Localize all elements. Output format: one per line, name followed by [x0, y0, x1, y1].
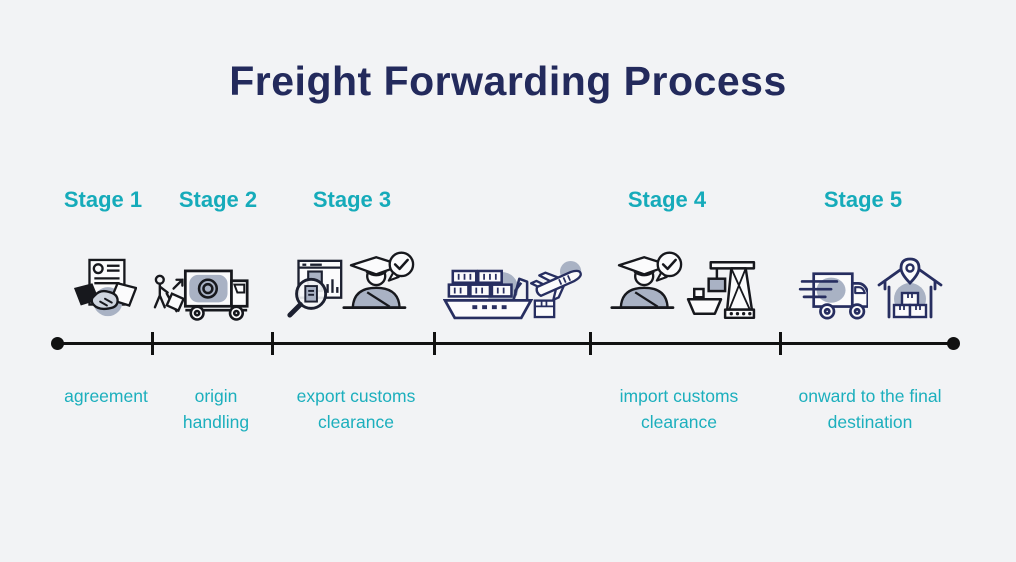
timeline-tick-5 [779, 332, 782, 355]
document-inspection-icon [283, 255, 347, 321]
port-crane-icon [686, 256, 756, 322]
container-ship-icon [443, 263, 533, 322]
stage-5-label: Stage 5 [823, 187, 903, 212]
timeline-end-dot [947, 337, 960, 350]
worker-loading-truck-icon [150, 263, 256, 324]
handshake-agreement-icon [73, 257, 137, 323]
timeline-tick-2 [271, 332, 274, 355]
timeline-tick-4 [589, 332, 592, 355]
stage-4-label: Stage 4 [627, 187, 707, 212]
stage-1-label: Stage 1 [63, 187, 143, 212]
express-truck-icon [798, 266, 868, 322]
timeline-tick-1 [151, 332, 154, 355]
stage-3-label: Stage 3 [312, 187, 392, 212]
customs-officer-icon [608, 250, 684, 313]
stage-5-caption: onward to the final destination [798, 386, 942, 432]
stage-2-caption: origin handling [182, 386, 250, 432]
stage-1-caption: agreement [64, 386, 148, 406]
timeline [56, 342, 954, 345]
warehouse-location-icon [877, 257, 943, 321]
page-title: Freight Forwarding Process [229, 58, 787, 104]
cargo-plane-icon [530, 258, 588, 320]
customs-officer-icon [340, 250, 416, 313]
stage-4-caption: import customs clearance [619, 386, 739, 432]
timeline-start-dot [51, 337, 64, 350]
stage-3-caption: export customs clearance [296, 386, 416, 432]
stage-2-label: Stage 2 [178, 187, 258, 212]
timeline-tick-3 [433, 332, 436, 355]
